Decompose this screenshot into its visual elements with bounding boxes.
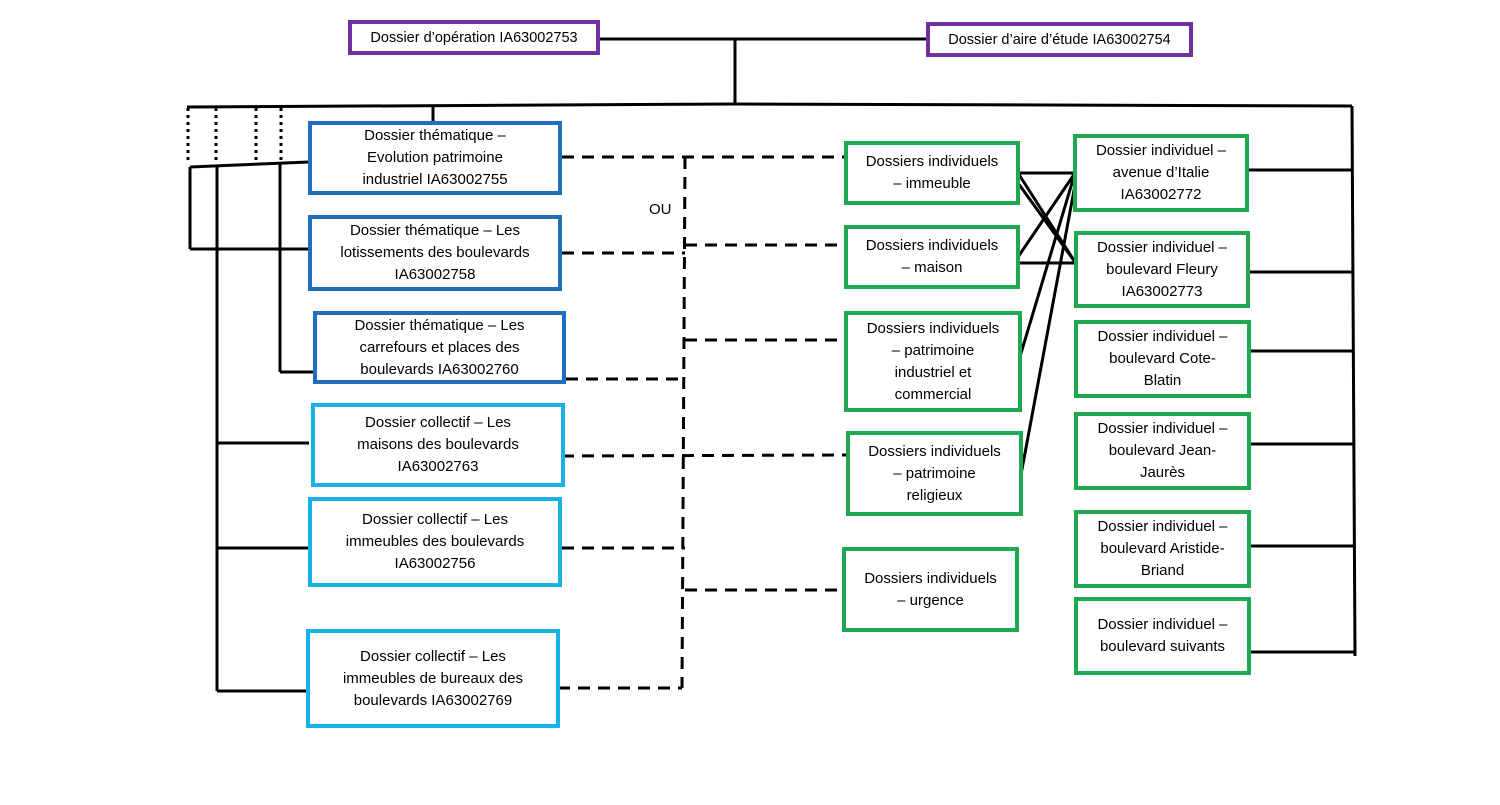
- typology-individual-dossier-box: Dossiers individuels – immeuble: [844, 141, 1020, 205]
- street-individual-dossier-label: Dossier individuel – boulevard Jean- Jau…: [1097, 420, 1228, 481]
- street-individual-dossier-box: Dossier individuel – boulevard Jean- Jau…: [1074, 412, 1251, 490]
- connector: [734, 102, 1353, 108]
- typology-individual-dossier-label: Dossiers individuels – urgence: [864, 569, 997, 609]
- connector: [1017, 172, 1077, 361]
- street-individual-dossier-box: Dossier individuel – boulevard suivants: [1074, 597, 1251, 675]
- collective-dossier-box: Dossier collectif – Les immeubles de bur…: [306, 629, 560, 728]
- or-label: OU: [649, 201, 672, 218]
- typology-individual-dossier-label: Dossiers individuels – immeuble: [865, 153, 999, 192]
- collective-dossier-label: Dossier collectif – Les immeubles des bo…: [345, 511, 525, 572]
- collective-dossier-label: Dossier collectif – Les maisons des boul…: [357, 414, 519, 475]
- typology-individual-dossier-box: Dossiers individuels – maison: [844, 225, 1020, 289]
- connector: [561, 453, 848, 458]
- street-individual-dossier-box: Dossier individuel – avenue d’Italie IA6…: [1073, 134, 1249, 212]
- connector: [186, 102, 736, 109]
- typology-individual-dossier-box: Dossiers individuels – patrimoine religi…: [846, 431, 1023, 516]
- street-individual-dossier-label: Dossier individuel – boulevard Cote- Bla…: [1097, 328, 1228, 389]
- thematic-dossier-box: Dossier thématique – Les carrefours et p…: [313, 311, 566, 384]
- connector: [189, 160, 310, 169]
- connector: [680, 156, 687, 689]
- street-individual-dossier-label: Dossier individuel – boulevard suivants: [1097, 616, 1228, 655]
- street-individual-dossier-label: Dossier individuel – boulevard Fleury IA…: [1096, 238, 1228, 300]
- street-individual-dossier-label: Dossier individuel – boulevard Aristide-…: [1097, 518, 1228, 579]
- thematic-dossier-label: Dossier thématique – Les lotissements de…: [340, 222, 530, 283]
- collective-dossier-box: Dossier collectif – Les immeubles des bo…: [308, 497, 562, 587]
- thematic-dossier-label: Dossier thématique – Les carrefours et p…: [354, 316, 525, 378]
- thematic-dossier-box: Dossier thématique – Les lotissements de…: [308, 215, 562, 291]
- thematic-dossier-label: Dossier thématique – Evolution patrimoin…: [362, 127, 508, 188]
- thematic-dossier-box: Dossier thématique – Evolution patrimoin…: [308, 121, 562, 195]
- street-individual-dossier-box: Dossier individuel – boulevard Fleury IA…: [1074, 231, 1250, 308]
- typology-individual-dossier-label: Dossiers individuels – patrimoine indust…: [866, 319, 1000, 403]
- street-individual-dossier-box: Dossier individuel – boulevard Cote- Bla…: [1074, 320, 1251, 398]
- street-individual-dossier-box: Dossier individuel – boulevard Aristide-…: [1074, 510, 1251, 588]
- street-individual-dossier-label: Dossier individuel – avenue d’Italie IA6…: [1095, 142, 1227, 203]
- aire-etude-dossier-label: Dossier d’aire d’étude IA63002754: [948, 31, 1171, 48]
- operation-dossier-label: Dossier d’opération IA63002753: [370, 29, 578, 46]
- typology-individual-dossier-label: Dossiers individuels – maison: [865, 237, 999, 276]
- connector: [1350, 105, 1357, 657]
- typology-individual-dossier-box: Dossiers individuels – patrimoine indust…: [844, 311, 1022, 412]
- typology-individual-dossier-label: Dossiers individuels – patrimoine religi…: [868, 442, 1001, 504]
- aire-etude-dossier-box: Dossier d’aire d’étude IA63002754: [926, 22, 1193, 57]
- connector: [1016, 172, 1077, 258]
- connector: [1016, 182, 1077, 263]
- connector: [1018, 184, 1077, 481]
- operation-dossier-box: Dossier d’opération IA63002753: [348, 20, 600, 55]
- typology-individual-dossier-box: Dossiers individuels – urgence: [842, 547, 1019, 632]
- collective-dossier-label: Dossier collectif – Les immeubles de bur…: [342, 647, 524, 709]
- collective-dossier-box: Dossier collectif – Les maisons des boul…: [311, 403, 565, 487]
